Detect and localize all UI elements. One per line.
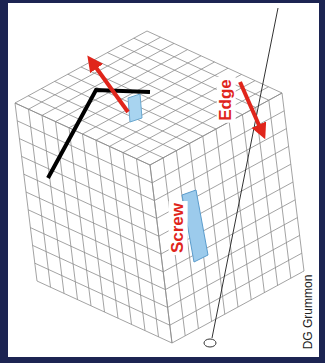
shear-arrow xyxy=(92,62,128,112)
dislocation-axis xyxy=(212,8,278,338)
lattice-line xyxy=(168,235,300,307)
lattice-line xyxy=(56,122,78,300)
lattice-line xyxy=(26,192,161,254)
lattice-line xyxy=(28,210,163,272)
lattice-line xyxy=(121,45,256,107)
lattice-line xyxy=(256,107,278,285)
edge-plane xyxy=(128,94,142,122)
lattice-line xyxy=(37,281,172,343)
lattice-line xyxy=(242,115,264,293)
dislocation-line xyxy=(48,90,150,178)
lattice-grid xyxy=(15,31,304,343)
lattice-line xyxy=(163,200,295,272)
lattice-line xyxy=(269,100,291,278)
lattice-line xyxy=(134,38,269,100)
lattice-line xyxy=(42,115,64,293)
lattice-line xyxy=(15,103,37,281)
lattice-line xyxy=(172,271,304,343)
image-ground xyxy=(8,3,319,357)
edge-label: Edge xyxy=(217,77,236,123)
lattice-line xyxy=(35,263,170,325)
lattice-line xyxy=(69,128,91,306)
lattice-line xyxy=(282,93,304,271)
lattice-line xyxy=(56,50,188,122)
lattice-line xyxy=(229,122,251,300)
lattice-line xyxy=(42,43,174,115)
axis-end xyxy=(204,339,216,347)
lattice-line xyxy=(170,253,302,325)
credit-label: DG Grummon xyxy=(302,273,315,352)
lattice-line xyxy=(30,228,165,290)
lattice-line xyxy=(29,109,51,287)
lattice-line xyxy=(33,245,168,307)
shear-arrow xyxy=(240,82,262,132)
screw-label: Screw xyxy=(169,201,188,255)
lattice-line xyxy=(147,31,282,93)
